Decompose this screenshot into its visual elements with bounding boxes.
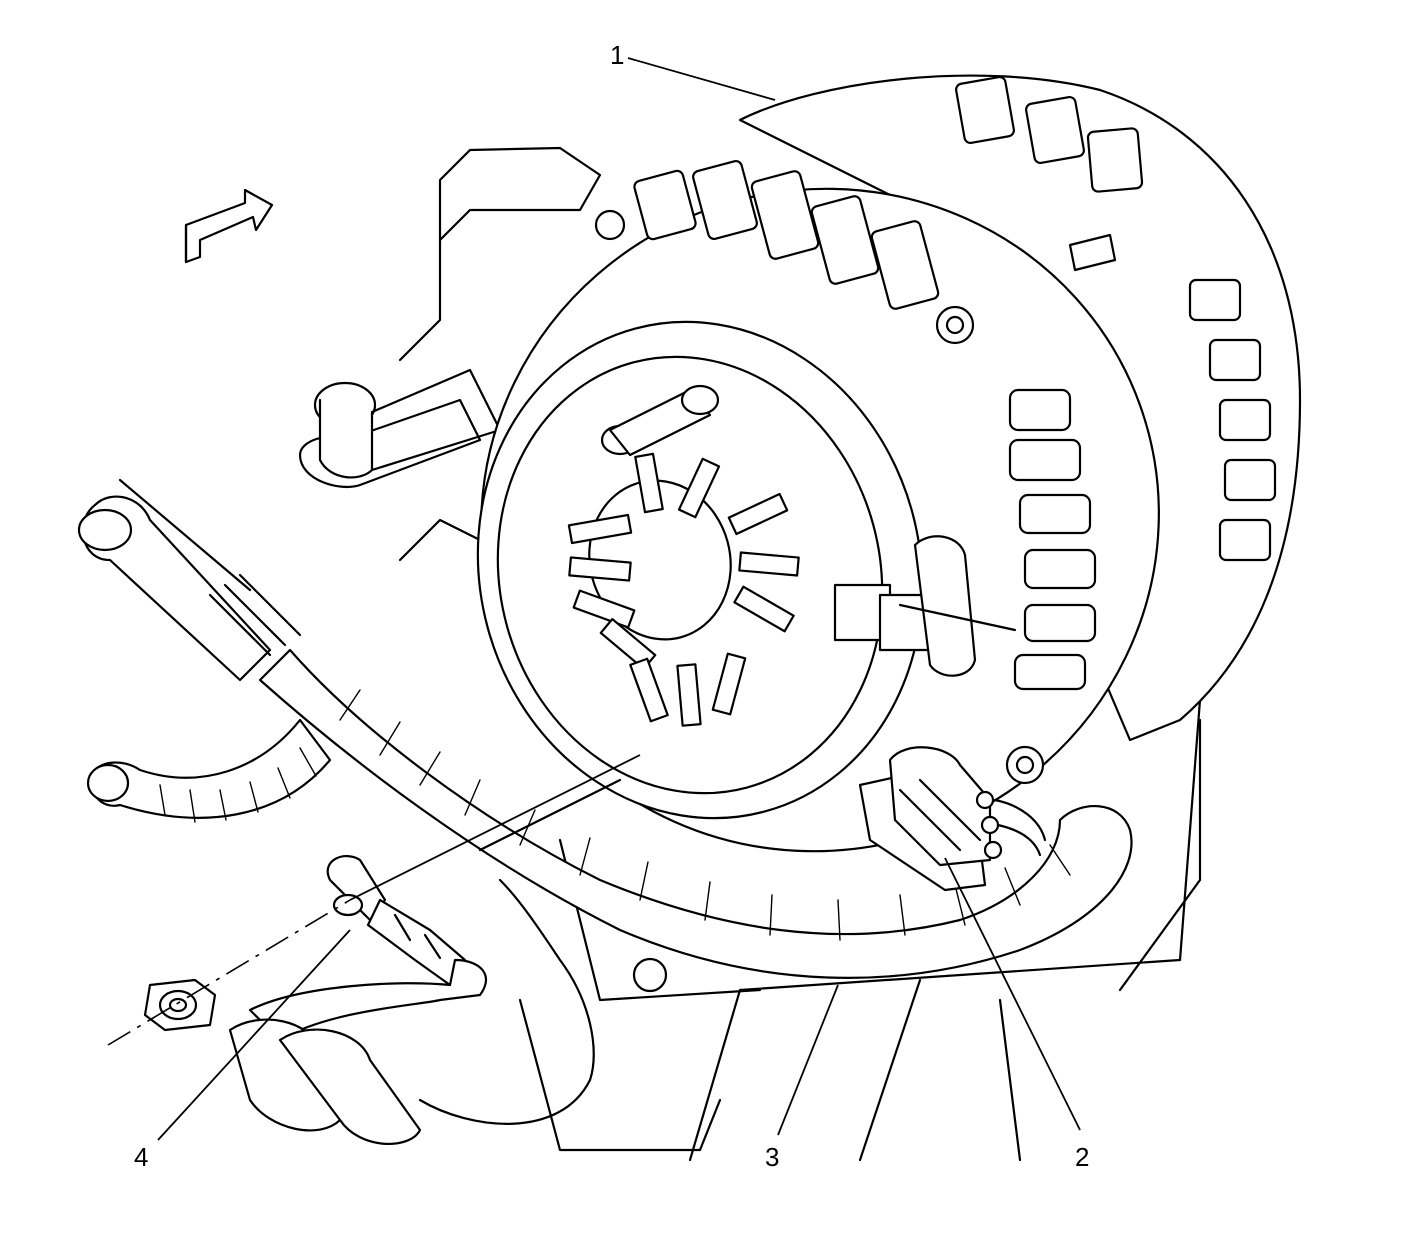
callout-labels: 1 2 3 4: [134, 40, 1089, 1172]
forward-direction-arrow-icon: [184, 188, 274, 264]
leader-1: [627, 57, 776, 101]
wire-harness-lower: [86, 718, 332, 823]
leader-3: [777, 984, 839, 1136]
battery-cable: [228, 778, 622, 1146]
callout-1: 1: [610, 40, 624, 70]
leader-4: [157, 929, 351, 1141]
leader-lines: [157, 57, 1081, 1141]
leader-2: [944, 857, 1081, 1131]
harness-tube: [77, 478, 302, 682]
housing-fins: [1008, 278, 1277, 691]
mounting-stud: [298, 368, 502, 489]
terminal-nut: [107, 899, 351, 1046]
top-fins: [633, 75, 1144, 310]
generator-body: [476, 74, 1302, 993]
regulator-connector-port: [833, 535, 1017, 677]
wiring-harness-main: [258, 648, 1133, 979]
cooling-vents: [567, 452, 800, 727]
callout-4: 4: [134, 1142, 148, 1172]
electrical-connector: [858, 746, 1047, 892]
callout-2: 2: [1075, 1142, 1089, 1172]
callout-3: 3: [765, 1142, 779, 1172]
